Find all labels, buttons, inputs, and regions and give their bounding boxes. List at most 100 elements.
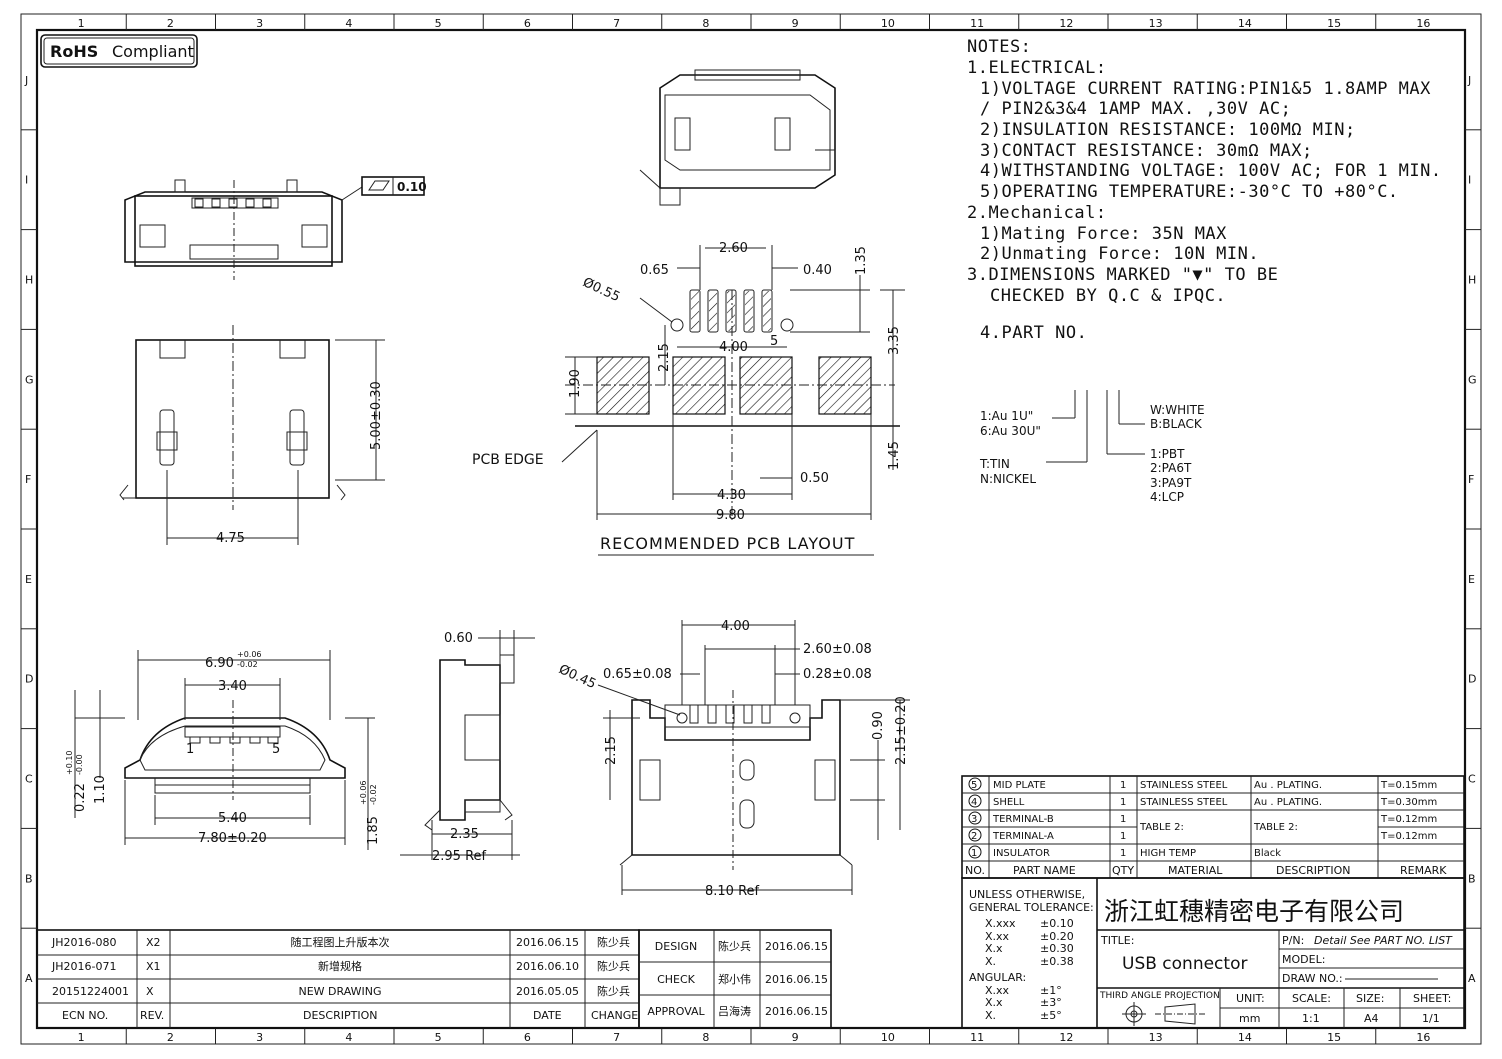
pcb-dim-3-35: 3.35: [887, 326, 902, 355]
border-row-left-D: D: [25, 673, 33, 686]
border-row-right-B: B: [1468, 872, 1476, 885]
model-label: MODEL:: [1282, 953, 1325, 966]
border-col-bottom-11: 11: [970, 1031, 984, 1044]
top-view: 0.10: [124, 176, 427, 280]
rev-change: 陈少兵: [597, 984, 630, 998]
pcb-dim-phi-0-55: Ø0.55: [580, 275, 622, 305]
border-col-top-9: 9: [792, 17, 799, 30]
bom-h-qty: QTY: [1112, 864, 1134, 877]
border-col-top-13: 13: [1149, 17, 1163, 30]
plating-1: 1:Au 1U": [980, 409, 1033, 423]
rev-rev: X2: [146, 936, 161, 949]
rev-h-ecn: ECN NO.: [62, 1009, 108, 1022]
bom-no: 2: [971, 831, 977, 842]
bom-no: 1: [971, 848, 977, 859]
border-col-top-8: 8: [702, 17, 709, 30]
signoff-date: 2016.06.15: [765, 940, 828, 953]
flatness-value: 0.10: [397, 180, 427, 194]
border-row-right-F: F: [1468, 473, 1474, 486]
pcb-dim-4-00: 4.00: [719, 340, 748, 355]
border-col-bottom-13: 13: [1149, 1031, 1163, 1044]
rev-desc: 随工程图上升版本次: [291, 935, 390, 949]
end-dim-1-85: 1.85: [366, 816, 381, 845]
border-col-top-7: 7: [613, 17, 620, 30]
border-row-right-A: A: [1468, 972, 1476, 985]
border-row-left-J: J: [24, 74, 28, 87]
pcb-dim-1-45: 1.45: [887, 441, 902, 470]
end-dim-6-90-tol-up: +0.06: [237, 650, 262, 659]
border-row-right-D: D: [1468, 673, 1476, 686]
bom-material: STAINLESS STEEL: [1140, 797, 1228, 808]
end-dim-6-90: 6.90: [205, 656, 234, 671]
tol-xxx: X.xxx: [985, 917, 1016, 930]
bottom-dim-4-00: 4.00: [721, 619, 750, 634]
pcb-dim-4-30: 4.30: [717, 488, 746, 503]
rev-ecn: JH2016-071: [51, 960, 116, 973]
tol-a-x: X.x: [985, 996, 1003, 1009]
tol-xx-v: ±0.20: [1040, 930, 1074, 943]
border-col-bottom-16: 16: [1416, 1031, 1430, 1044]
border-row-left-F: F: [25, 473, 31, 486]
border-col-top-10: 10: [881, 17, 895, 30]
border-col-bottom-9: 9: [792, 1031, 799, 1044]
note-part: 4.PART NO.: [980, 323, 1087, 343]
pcb-dim-1-90: 1.90: [568, 369, 583, 398]
rev-date: 2016.06.15: [516, 936, 579, 949]
rohs-badge: RoHS Compliant: [40, 34, 198, 68]
rev-change: 陈少兵: [597, 935, 630, 949]
rohs-bold: RoHS: [50, 42, 98, 61]
sheet-label: SHEET:: [1413, 992, 1451, 1005]
tol-x0: X.: [985, 955, 996, 968]
border-col-bottom-12: 12: [1059, 1031, 1073, 1044]
scale-value: 1:1: [1302, 1012, 1320, 1025]
tol-xx: X.xx: [985, 930, 1010, 943]
border-row-right-G: G: [1468, 373, 1477, 386]
size-value: A4: [1364, 1012, 1379, 1025]
rev-ecn: JH2016-080: [51, 936, 116, 949]
border-col-bottom-1: 1: [78, 1031, 85, 1044]
border-row-left-I: I: [25, 174, 28, 187]
tol-a-x-v: ±3°: [1040, 996, 1062, 1009]
bottom-dim-0-65: 0.65±0.08: [603, 667, 672, 682]
iso-view: [639, 69, 836, 206]
end-view: 1 5 6.90 +0.06 -0.02 3.40 5.40 7.80±0.20…: [65, 650, 381, 850]
tol-a-0: X.: [985, 1009, 996, 1022]
border-col-bottom-2: 2: [167, 1031, 174, 1044]
title-block: UNLESS OTHERWISE, GENERAL TOLERANCE: X.x…: [961, 877, 1465, 1029]
end-dim-1-85-up: +0.06: [359, 780, 368, 805]
border-col-top-15: 15: [1327, 17, 1341, 30]
bom-remark: T=0.30mm: [1380, 797, 1437, 808]
signoff-date: 2016.06.15: [765, 1005, 828, 1018]
bom-part-name: INSULATOR: [993, 848, 1050, 859]
note-e4: 4)WITHSTANDING VOLTAGE: 100V AC; FOR 1 M…: [980, 161, 1442, 181]
bom-part-name: TERMINAL-B: [992, 814, 1054, 825]
pn-label: P/N:: [1282, 934, 1304, 947]
size-label: SIZE:: [1356, 992, 1384, 1005]
dim-4-75: 4.75: [216, 531, 245, 546]
border-col-bottom-6: 6: [524, 1031, 531, 1044]
signoff-name: 吕海涛: [718, 1004, 751, 1018]
end-dim-0-22: 0.22: [73, 783, 88, 812]
unit-value: mm: [1239, 1012, 1260, 1025]
border-row-left-C: C: [25, 773, 33, 786]
rev-rev: X1: [146, 960, 161, 973]
bom-part-name: TERMINAL-A: [992, 831, 1054, 842]
note-e1b: / PIN2&3&4 1AMP MAX. ,30V AC;: [980, 99, 1291, 119]
pcb-dim-0-50: 0.50: [800, 471, 829, 486]
bom-material: TABLE 2:: [1139, 822, 1184, 833]
bom-remark: T=0.15mm: [1380, 780, 1437, 791]
bom-no-circle: [968, 777, 982, 791]
projection-label: THIRD ANGLE PROJECTION: [1099, 991, 1220, 1001]
notes-electrical: 1.ELECTRICAL:: [967, 58, 1107, 78]
rev-date: 2016.06.10: [516, 960, 579, 973]
signoff-role: CHECK: [657, 973, 696, 986]
end-pin-5: 5: [272, 742, 280, 757]
border-row-left-B: B: [25, 872, 33, 885]
tol-a-xx-v: ±1°: [1040, 984, 1062, 997]
notes-title: NOTES:: [967, 37, 1031, 57]
bom-description: Au . PLATING.: [1254, 780, 1322, 791]
tol-xxx-v: ±0.10: [1040, 917, 1074, 930]
bom-description: Au . PLATING.: [1254, 797, 1322, 808]
pn-value: Detail See PART NO. LIST: [1314, 934, 1453, 947]
